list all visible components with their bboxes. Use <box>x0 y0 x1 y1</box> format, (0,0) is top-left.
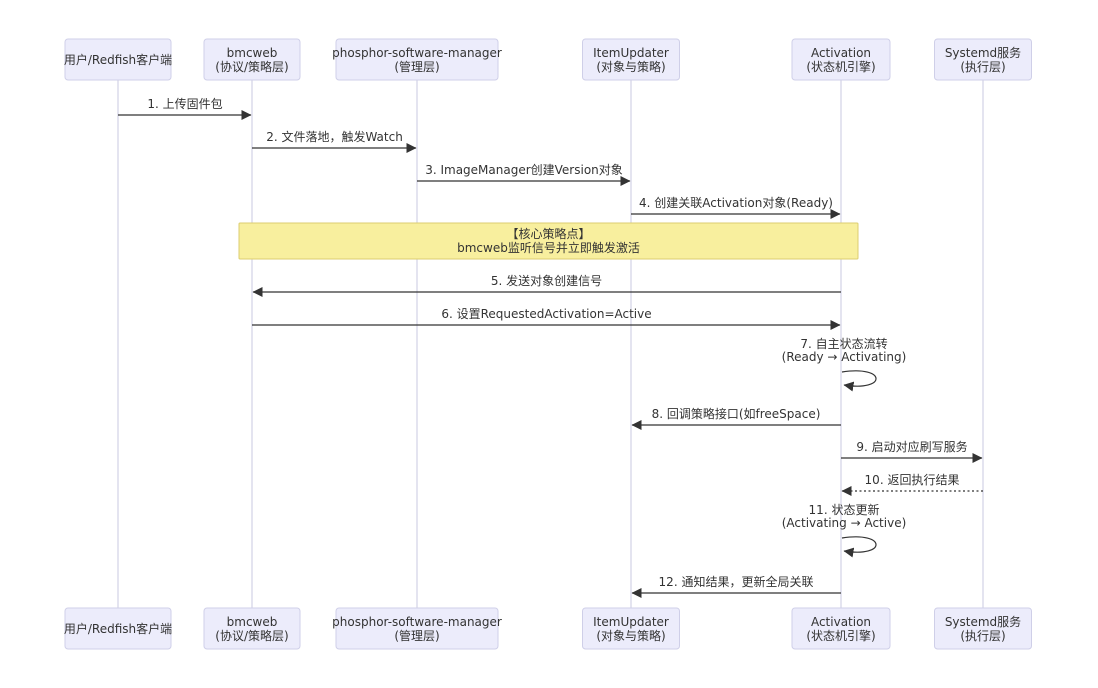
participant-sublabel-activation: (状态机引擎) <box>806 628 875 643</box>
message-sublabel-11: (Activating → Active) <box>782 516 907 530</box>
participant-box-bottom-user <box>64 607 172 650</box>
participant-bottom-psm: phosphor-software-manager(管理层) <box>332 607 502 650</box>
participant-box-top-psm <box>335 38 499 81</box>
participant-bottom-systemd: Systemd服务(执行层) <box>934 607 1032 650</box>
participant-bottom-user: 用户/Redfish客户端 <box>64 607 172 650</box>
participant-label-activation: Activation <box>811 46 871 60</box>
self-loop-arrow-11 <box>841 536 877 558</box>
message-label-5: 5. 发送对象创建信号 <box>491 273 602 288</box>
participant-sublabel-bmcweb: (协议/策略层) <box>215 59 288 74</box>
note-text-line1: 【核心策略点】 <box>506 226 590 241</box>
message-5: 5. 发送对象创建信号 <box>252 273 841 297</box>
message-label-4: 4. 创建关联Activation对象(Ready) <box>639 196 833 210</box>
participant-box-top-user <box>64 38 172 81</box>
participant-top-user: 用户/Redfish客户端 <box>64 38 172 81</box>
participant-sublabel-itemupdater: (对象与策略) <box>596 59 665 74</box>
participant-label-systemd: Systemd服务 <box>945 45 1021 60</box>
message-label-1: 1. 上传固件包 <box>147 96 222 111</box>
message-4: 4. 创建关联Activation对象(Ready) <box>631 196 841 219</box>
participant-sublabel-psm: (管理层) <box>394 628 439 643</box>
participant-bottom-bmcweb: bmcweb(协议/策略层) <box>203 607 301 650</box>
participant-box-top-activation <box>791 38 891 81</box>
message-label-12: 12. 通知结果，更新全局关联 <box>659 574 814 589</box>
participant-top-systemd: Systemd服务(执行层) <box>934 38 1032 81</box>
participant-sublabel-psm: (管理层) <box>394 59 439 74</box>
message-label-6: 6. 设置RequestedActivation=Active <box>441 307 651 321</box>
participant-box-bottom-bmcweb <box>203 607 301 650</box>
participant-top-itemupdater: ItemUpdater(对象与策略) <box>582 38 680 81</box>
participant-top-bmcweb: bmcweb(协议/策略层) <box>203 38 301 81</box>
message-label-11: 11. 状态更新 <box>809 502 880 517</box>
message-label-8: 8. 回调策略接口(如freeSpace) <box>652 406 821 421</box>
participant-label-activation: Activation <box>811 615 871 629</box>
participant-box-bottom-psm <box>335 607 499 650</box>
message-7: 7. 自主状态流转(Ready → Activating) <box>782 336 907 392</box>
participant-sublabel-systemd: (执行层) <box>960 60 1005 74</box>
participant-box-top-bmcweb <box>203 38 301 81</box>
message-label-10: 10. 返回执行结果 <box>865 473 960 487</box>
message-10: 10. 返回执行结果 <box>841 473 983 496</box>
message-label-3: 3. ImageManager创建Version对象 <box>425 163 623 177</box>
participant-label-itemupdater: ItemUpdater <box>593 615 669 629</box>
participant-top-activation: Activation(状态机引擎) <box>791 38 891 81</box>
participant-sublabel-itemupdater: (对象与策略) <box>596 628 665 643</box>
message-sublabel-7: (Ready → Activating) <box>782 350 907 364</box>
participant-label-itemupdater: ItemUpdater <box>593 46 669 60</box>
message-12: 12. 通知结果，更新全局关联 <box>631 574 841 598</box>
participant-box-bottom-systemd <box>934 607 1032 650</box>
message-6: 6. 设置RequestedActivation=Active <box>252 307 841 330</box>
participant-box-top-systemd <box>934 38 1032 81</box>
participant-sublabel-activation: (状态机引擎) <box>806 59 875 74</box>
message-11: 11. 状态更新(Activating → Active) <box>782 502 907 558</box>
message-label-2: 2. 文件落地，触发Watch <box>266 129 403 144</box>
participant-bottom-itemupdater: ItemUpdater(对象与策略) <box>582 607 680 650</box>
participant-label-bmcweb: bmcweb <box>227 46 278 60</box>
self-loop-arrow-7 <box>841 370 877 392</box>
participant-label-systemd: Systemd服务 <box>945 614 1021 629</box>
message-1: 1. 上传固件包 <box>118 96 252 120</box>
participant-label-psm: phosphor-software-manager <box>332 615 502 629</box>
message-8: 8. 回调策略接口(如freeSpace) <box>631 406 841 430</box>
message-label-7: 7. 自主状态流转 <box>800 336 887 351</box>
participant-bottom-activation: Activation(状态机引擎) <box>791 607 891 650</box>
participant-top-psm: phosphor-software-manager(管理层) <box>332 38 502 81</box>
participant-sublabel-systemd: (执行层) <box>960 629 1005 643</box>
participant-box-bottom-activation <box>791 607 891 650</box>
message-9: 9. 启动对应刷写服务 <box>841 439 983 463</box>
message-2: 2. 文件落地，触发Watch <box>252 129 417 153</box>
participant-box-bottom-itemupdater <box>582 607 680 650</box>
participant-sublabel-bmcweb: (协议/策略层) <box>215 628 288 643</box>
participant-label-user: 用户/Redfish客户端 <box>64 52 172 67</box>
participant-box-top-itemupdater <box>582 38 680 81</box>
participant-label-psm: phosphor-software-manager <box>332 46 502 60</box>
note-box <box>238 222 859 260</box>
participant-label-user: 用户/Redfish客户端 <box>64 621 172 636</box>
message-label-9: 9. 启动对应刷写服务 <box>856 439 967 454</box>
participant-label-bmcweb: bmcweb <box>227 615 278 629</box>
note-text-line2: bmcweb监听信号并立即触发激活 <box>457 240 640 255</box>
message-3: 3. ImageManager创建Version对象 <box>417 163 631 186</box>
